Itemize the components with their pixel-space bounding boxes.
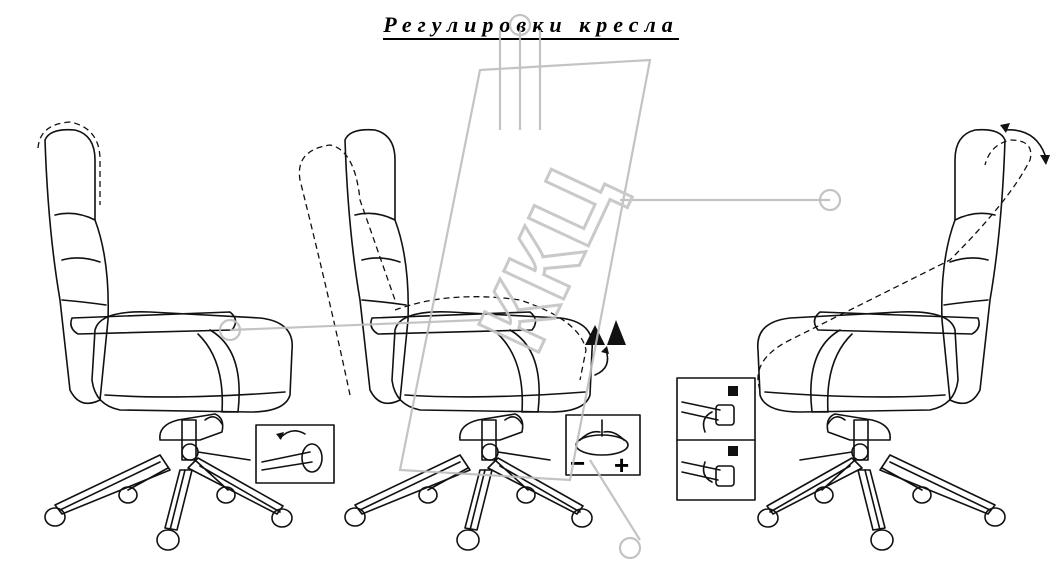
plus-sign: +	[614, 450, 629, 480]
lock-icon	[728, 446, 738, 456]
chair-figure-2: − +	[298, 128, 641, 551]
rotate-arrow-icon	[279, 430, 306, 439]
inset-lock-lever	[676, 377, 756, 501]
inset-tension-knob: − +	[565, 414, 641, 480]
chair-figure-1	[37, 121, 335, 551]
watermark-text: ККЦ	[458, 152, 634, 367]
unlock-icon	[728, 386, 738, 396]
weight-icons	[585, 320, 626, 376]
chair-figure-3	[676, 123, 1050, 551]
page-title: Регулировки кресла	[0, 12, 1062, 40]
inset-lever	[255, 424, 335, 484]
headrest-dashed-position	[37, 121, 101, 205]
watermark: ККЦ	[218, 13, 842, 560]
tilt-double-arrow-icon	[1000, 123, 1050, 165]
